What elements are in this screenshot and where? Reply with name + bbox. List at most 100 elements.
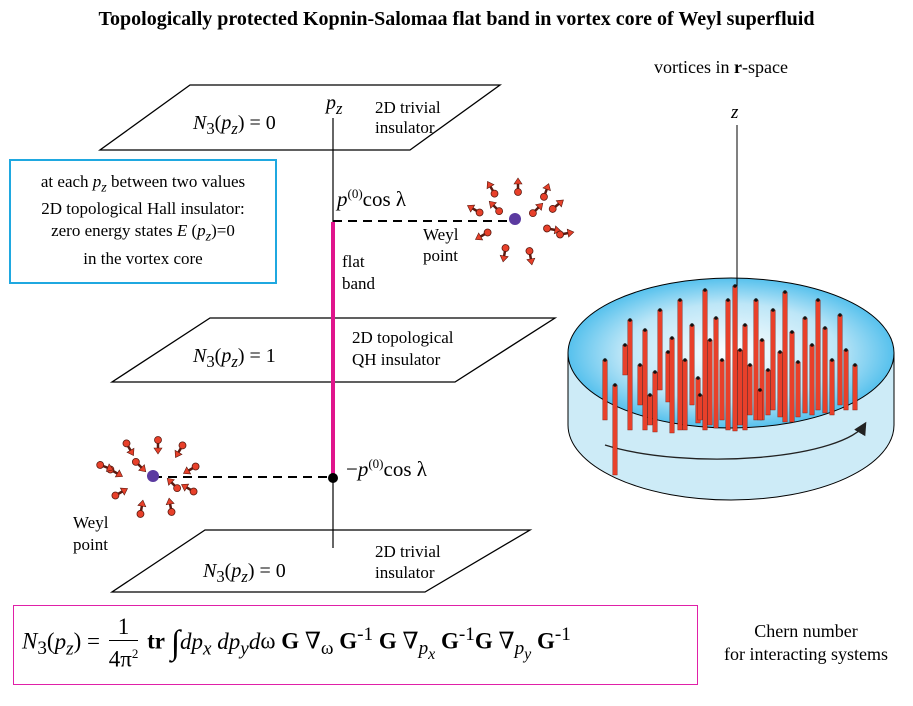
vortex-line <box>757 388 763 421</box>
vortex-line <box>852 363 858 411</box>
vortex-line <box>789 330 795 423</box>
info-line-3: zero energy states E (pz)=0 <box>51 221 235 245</box>
plane-top-desc-2: insulator <box>375 118 435 137</box>
diagram-title: Topologically protected Kopnin-Salomaa f… <box>98 8 815 30</box>
vortex-line <box>665 350 671 403</box>
vortex-line <box>843 348 849 411</box>
vortex-line <box>802 316 808 414</box>
plane-middle-desc-2: QH insulator <box>352 350 441 369</box>
vortex-line <box>702 288 708 431</box>
vortex-line <box>657 308 663 391</box>
spin-arrow <box>543 224 562 235</box>
info-box: at each pz between two values 2D topolog… <box>9 159 277 284</box>
vortex-line <box>719 358 725 421</box>
plane-bottom <box>109 529 533 593</box>
vortex-line <box>809 343 815 416</box>
flat-band-label-2: band <box>342 274 376 293</box>
spin-arrow <box>131 457 147 473</box>
lower-point-label: −p(0)cos λ <box>346 456 427 481</box>
plane-bottom-desc-2: insulator <box>375 563 435 582</box>
info-line-4: in the vortex core <box>83 248 203 268</box>
spin-arrow <box>183 462 200 475</box>
vortex-line <box>782 290 788 423</box>
lower-node <box>328 473 338 483</box>
spin-arrow <box>111 487 128 500</box>
vortex-line <box>822 326 828 414</box>
spin-arrow <box>165 497 176 516</box>
chern-caption-1: Chern number <box>754 621 858 641</box>
vortex-line <box>612 383 618 476</box>
vortex-line <box>682 358 688 431</box>
spin-arrow <box>174 441 187 458</box>
vortex-line <box>637 363 643 406</box>
vortex-line <box>829 358 835 416</box>
vortex-line <box>765 368 771 416</box>
spin-arrow <box>499 244 510 263</box>
weyl-upper-label-2: point <box>423 246 458 265</box>
vortex-line <box>747 363 753 416</box>
spin-arrow <box>153 436 163 455</box>
spin-arrow <box>486 181 499 198</box>
vortex-line <box>795 360 801 418</box>
vortex-line <box>770 308 776 411</box>
spin-arrow <box>556 228 575 239</box>
vortex-line <box>689 323 695 406</box>
formula-box: N3(pz) = 1 4π2 tr ∫dpx dpydω G ∇ω G-1 G … <box>13 605 698 685</box>
plane-top-desc-1: 2D trivial <box>375 98 441 117</box>
spin-arrow <box>513 177 523 196</box>
vortex-line <box>777 350 783 418</box>
weyl-point-lower <box>147 470 159 482</box>
spin-arrow <box>467 204 484 217</box>
plane-top-label: N3(pz) = 0 <box>193 112 276 138</box>
spin-arrow <box>136 499 147 518</box>
vortex-line <box>622 343 628 376</box>
spin-arrow <box>488 200 504 216</box>
spin-arrow <box>525 247 536 266</box>
chern-caption-2: for interacting systems <box>724 644 888 664</box>
plane-top <box>97 84 503 151</box>
upper-point-label: p(0)cos λ <box>337 186 407 211</box>
vortex-line <box>742 323 748 431</box>
spin-arrow <box>475 228 492 241</box>
vortex-line <box>815 298 821 411</box>
vortex-line <box>725 298 731 431</box>
spin-arrow <box>96 461 114 472</box>
spin-arrow <box>528 202 544 218</box>
plane-bottom-desc-1: 2D trivial <box>375 542 441 561</box>
plane-middle-desc-1: 2D topological <box>352 328 454 347</box>
vortex-line <box>602 358 608 421</box>
info-line-2: 2D topological Hall insulator: <box>41 199 245 219</box>
plane-middle <box>109 317 558 383</box>
info-line-1: at each pz between two values <box>40 172 246 196</box>
vortex-lines <box>602 284 858 476</box>
weyl-upper-label-1: Weyl <box>423 225 459 244</box>
plane-bottom-label: N3(pz) = 0 <box>203 560 286 586</box>
spin-arrow <box>166 477 182 493</box>
vortex-line <box>753 298 759 421</box>
chern-caption: Chern number for interacting systems <box>706 620 906 666</box>
vortex-line <box>669 336 675 434</box>
vortex-line <box>627 318 633 431</box>
flat-band-label-1: flat <box>342 252 365 271</box>
weyl-lower-label-2: point <box>73 535 108 554</box>
spin-arrow <box>548 199 564 213</box>
vortex-line <box>677 298 683 431</box>
z-axis-label: z <box>731 102 739 123</box>
vortex-line <box>707 338 713 426</box>
vortex-line <box>737 348 743 426</box>
weyl-point-upper-arrows <box>467 177 575 266</box>
vortices-label: vortices in r-space <box>654 57 788 77</box>
weyl-point-upper <box>509 213 521 225</box>
spin-arrow <box>540 183 551 201</box>
vortex-line <box>642 328 648 431</box>
vortex-line <box>732 284 738 432</box>
vortex-line <box>652 370 658 433</box>
spin-arrow <box>181 483 198 496</box>
spin-arrow <box>122 439 135 456</box>
vortex-line <box>697 393 703 421</box>
vortex-line <box>647 393 653 426</box>
pz-axis-label: pz <box>326 92 343 118</box>
vortex-line <box>837 313 843 406</box>
